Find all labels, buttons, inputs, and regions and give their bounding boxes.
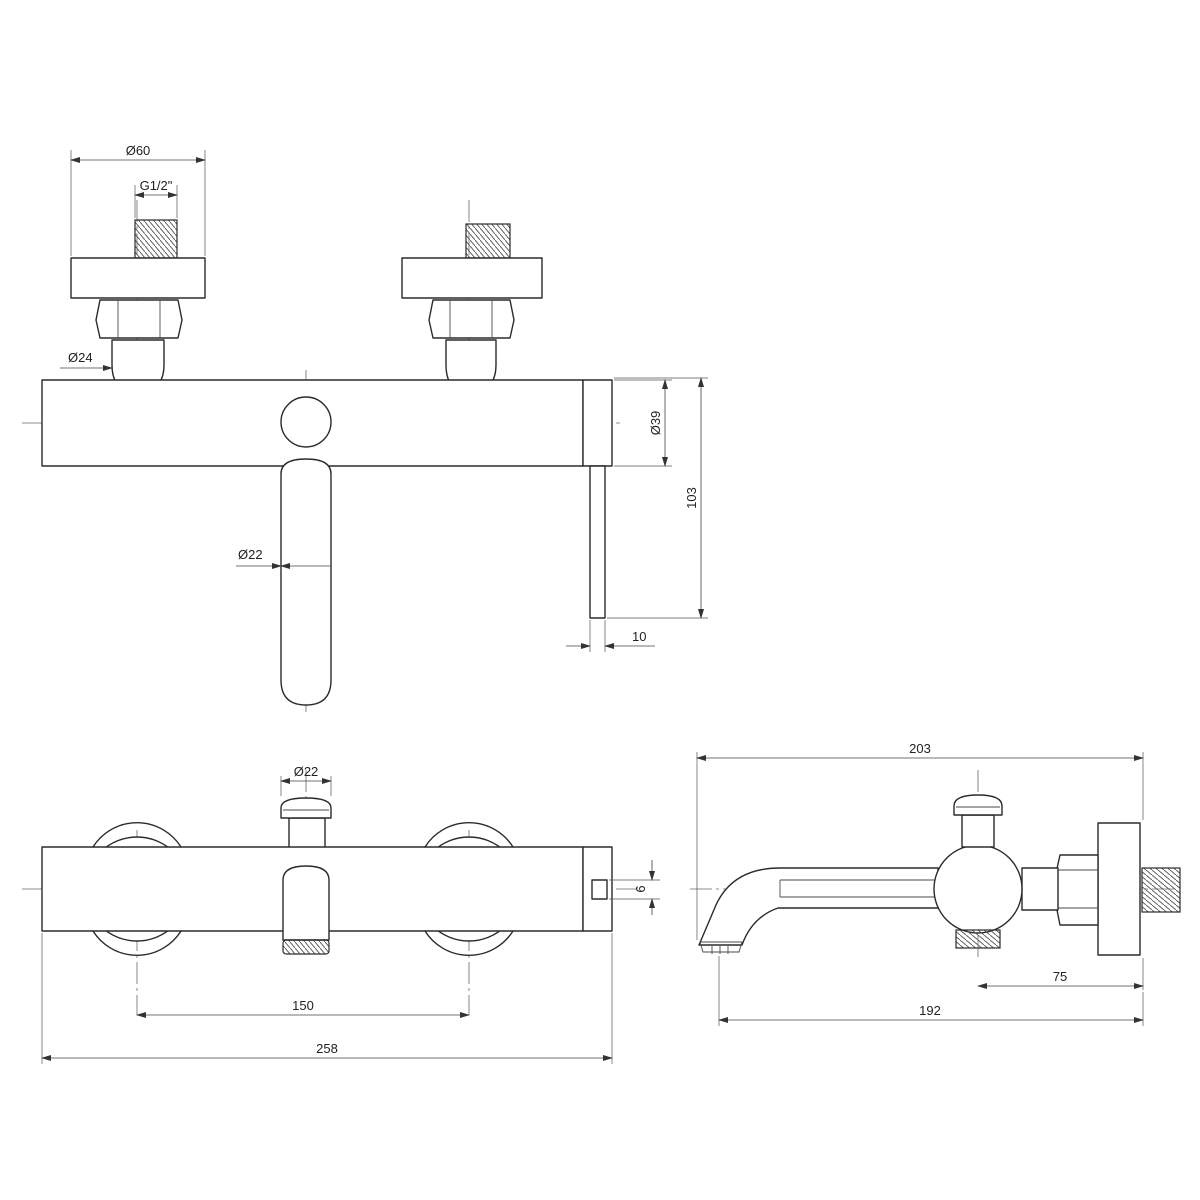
dim-knob-diameter: Ø22 (280, 764, 332, 796)
diverter-opening (280, 396, 332, 448)
left-flange (70, 257, 206, 299)
side-handle-lever (589, 465, 606, 619)
side-wall-flange (1097, 822, 1141, 956)
front-spout (280, 458, 332, 706)
flange-diameter-label: Ø60 (126, 143, 151, 158)
thread-label: G1/2" (140, 178, 173, 193)
top-diverter-knob (280, 797, 332, 849)
knob-diameter-label: Ø22 (294, 764, 319, 779)
spout-diameter-label: Ø22 (238, 547, 263, 562)
side-mixer-body (933, 844, 1023, 934)
side-view: 203 75 192 (690, 741, 1181, 1026)
side-spout-aerator (699, 941, 743, 953)
dim-height: 103 (607, 377, 708, 619)
overall-depth-label: 203 (909, 741, 931, 756)
spout-projection-label: 192 (919, 1003, 941, 1018)
dim-body-diameter: Ø39 (614, 379, 672, 467)
side-knob-stem (961, 814, 995, 848)
side-outlet-thread (955, 929, 1001, 949)
dim-spout-projection: 192 (718, 956, 1144, 1026)
dim-handle-thickness: 6 (609, 860, 660, 915)
left-hex-nut (95, 299, 183, 339)
right-inlet-connector (401, 223, 543, 393)
handle-width-label: 10 (632, 629, 646, 644)
overall-width-label: 258 (316, 1041, 338, 1056)
center-distance-label: 150 (292, 998, 314, 1013)
top-knob-cap (280, 797, 332, 819)
side-spout (698, 867, 939, 946)
top-knob-stem (288, 817, 326, 849)
dim-center-distance: 150 (136, 998, 470, 1018)
side-wall-thread (1141, 867, 1181, 913)
side-knob-cap (953, 794, 1003, 816)
dim-overall-depth: 203 (696, 741, 1144, 940)
handle-thickness-label: 6 (633, 885, 648, 892)
top-handle-lever (591, 879, 608, 900)
outlet-offset-label: 75 (1053, 969, 1067, 984)
side-hex-nut (1055, 854, 1099, 926)
dim-inlet-diameter: Ø24 (60, 350, 113, 371)
right-inlet-thread (465, 223, 511, 259)
body-diameter-label: Ø39 (648, 411, 663, 436)
dim-handle-width: 10 (566, 620, 655, 652)
right-flange (401, 257, 543, 299)
top-view: Ø22 6 150 258 (22, 764, 660, 1064)
side-connector (1021, 867, 1059, 911)
dim-flange-diameter: Ø60 (70, 143, 206, 256)
dim-thread: G1/2" (134, 178, 178, 218)
top-spout-aerator (282, 939, 330, 955)
dim-overall-width: 258 (41, 933, 613, 1064)
height-label: 103 (684, 487, 699, 509)
left-inlet-thread (134, 219, 178, 259)
top-spout (282, 865, 330, 941)
right-hex-nut (428, 299, 515, 339)
dim-spout-diameter: Ø22 (236, 547, 331, 569)
inlet-diameter-label: Ø24 (68, 350, 93, 365)
side-handle-cap (582, 379, 613, 467)
front-view: Ø60 G1/2" Ø24 Ø39 103 (22, 143, 708, 712)
dim-outlet-offset: 75 (977, 958, 1144, 990)
left-inlet-connector (70, 219, 206, 393)
